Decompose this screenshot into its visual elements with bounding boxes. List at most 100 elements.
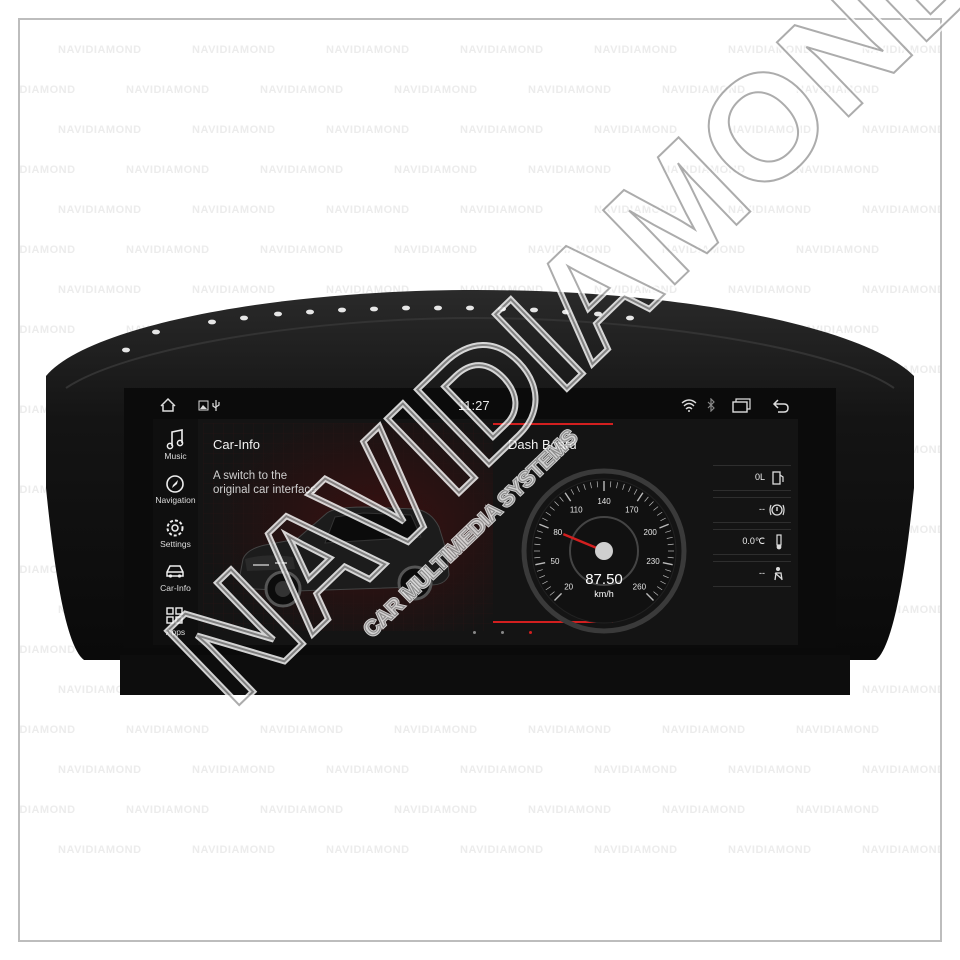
gauge-tick-label: 200: [644, 528, 658, 537]
vent-dot: [122, 347, 130, 353]
dashboard-title: Dash Board: [508, 437, 577, 452]
watermark-text: NAVIDIAMOND: [326, 764, 410, 776]
watermark-text: NAVIDIAMOND: [594, 844, 678, 856]
recent-apps-icon[interactable]: [732, 398, 752, 413]
fuel-icon: [772, 471, 784, 485]
gauge-tick: [549, 591, 555, 596]
speed-readout: 87.50 km/h: [556, 571, 652, 599]
watermark-text: NAVIDIAMOND: [394, 244, 478, 256]
gauge-tick: [622, 483, 625, 490]
watermark-row: NAVIDIAMONDNAVIDIAMONDNAVIDIAMONDNAVIDIA…: [20, 84, 930, 96]
watermark-text: NAVIDIAMOND: [192, 844, 276, 856]
gauge-tick-label: 80: [553, 528, 562, 537]
sidebar-item-apps[interactable]: Apps: [153, 601, 198, 645]
watermark-text: NAVIDIAMOND: [326, 844, 410, 856]
vent-dot: [498, 306, 506, 312]
sidebar-item-music[interactable]: Music: [153, 425, 198, 469]
vent-dot: [594, 311, 602, 317]
vent-dot: [402, 305, 410, 311]
gauge-tick: [665, 569, 672, 572]
music-note-icon: [166, 429, 184, 450]
watermark-text: NAVIDIAMOND: [394, 724, 478, 736]
sidebar-item-navigation[interactable]: Navigation: [153, 469, 198, 513]
gauge-tick: [644, 496, 649, 502]
page-dot-3[interactable]: [529, 631, 532, 634]
status-bar: 11:27: [153, 393, 798, 419]
clock: 11:27: [458, 398, 490, 413]
gauge-tick: [667, 556, 674, 559]
gauge-hub: [595, 542, 613, 560]
back-icon[interactable]: [772, 398, 790, 413]
gauge-tick-label: 110: [570, 505, 583, 514]
gauge-tick: [590, 482, 592, 489]
gauge-tick: [542, 517, 548, 522]
watermark-text: NAVIDIAMOND: [594, 204, 678, 216]
gauge-inner-arc: [569, 516, 639, 586]
watermark-text: NAVIDIAMOND: [192, 284, 276, 296]
sidebar-item-car-info[interactable]: Car-Info: [153, 557, 198, 601]
watermark-text: NAVIDIAMOND: [728, 284, 812, 296]
watermark-text: NAVIDIAMOND: [728, 44, 812, 56]
sidebar-item-settings[interactable]: Settings: [153, 513, 198, 557]
watermark-text: NAVIDIAMOND: [192, 44, 276, 56]
watermark-text: NAVIDIAMOND: [394, 164, 478, 176]
gauge-tick: [534, 543, 541, 546]
vent-dot: [338, 307, 346, 313]
tile-fuel: 0L: [713, 465, 791, 491]
watermark-text: NAVIDIAMOND: [528, 164, 612, 176]
watermark-text: NAVIDIAMOND: [528, 84, 612, 96]
home-icon[interactable]: [159, 397, 177, 413]
watermark-text: NAVIDIAMOND: [326, 44, 410, 56]
watermark-text: NAVIDIAMOND: [126, 164, 210, 176]
bluetooth-icon: [707, 398, 715, 412]
watermark-text: NAVIDIAMOND: [58, 44, 142, 56]
wifi-icon: [681, 399, 697, 412]
vent-dot: [626, 315, 634, 321]
watermark-text: NAVIDIAMOND: [394, 84, 478, 96]
watermark-text: NAVIDIAMOND: [58, 844, 142, 856]
speed-unit: km/h: [594, 589, 614, 599]
watermark-text: NAVIDIAMOND: [796, 244, 880, 256]
watermark-text: NAVIDIAMOND: [326, 204, 410, 216]
gauge-tick: [665, 530, 672, 533]
gauge-tick-label: 140: [597, 497, 611, 506]
watermark-text: NAVIDIAMOND: [126, 244, 210, 256]
watermark-text: NAVIDIAMOND: [594, 764, 678, 776]
gauge-tick: [559, 496, 564, 502]
watermark-text: NAVIDIAMOND: [460, 844, 544, 856]
car-info-title: Car-Info: [213, 437, 260, 452]
watermark-text: NAVIDIAMOND: [394, 804, 478, 816]
speed-value: 87.50: [585, 571, 623, 588]
tile-brake: --: [713, 497, 791, 523]
car-icon: [166, 565, 184, 578]
watermark-text: NAVIDIAMOND: [326, 124, 410, 136]
watermark-text: NAVIDIAMOND: [862, 44, 942, 56]
car-info-card[interactable]: Car-Info A switch to the original car in…: [203, 423, 493, 631]
page-dot-2[interactable]: [501, 631, 504, 634]
watermark-text: NAVIDIAMOND: [19, 644, 76, 656]
gauge-tick: [545, 511, 551, 516]
car-info-desc-line2: original car interface: [213, 484, 317, 496]
watermark-text: NAVIDIAMOND: [728, 764, 812, 776]
head-unit-base: [120, 655, 850, 695]
vent-dot: [562, 309, 570, 315]
watermark-text: NAVIDIAMOND: [260, 244, 344, 256]
page-dot-1[interactable]: [473, 631, 476, 634]
gauge-tick: [554, 501, 559, 506]
seatbelt-icon: [774, 567, 783, 581]
vent-dot: [240, 315, 248, 321]
gauge-tick: [535, 562, 546, 566]
gauge-tick: [583, 483, 586, 490]
vent-dot: [370, 306, 378, 312]
gauge-tick: [659, 523, 669, 529]
watermark-text: NAVIDIAMOND: [58, 284, 142, 296]
watermark-text: NAVIDIAMOND: [796, 724, 880, 736]
gauge-tick: [657, 511, 663, 516]
gauge-tick: [545, 586, 551, 591]
watermark-text: NAVIDIAMOND: [796, 164, 880, 176]
car-info-desc-line1: A switch to the: [213, 470, 288, 482]
watermark-text: NAVIDIAMOND: [594, 44, 678, 56]
